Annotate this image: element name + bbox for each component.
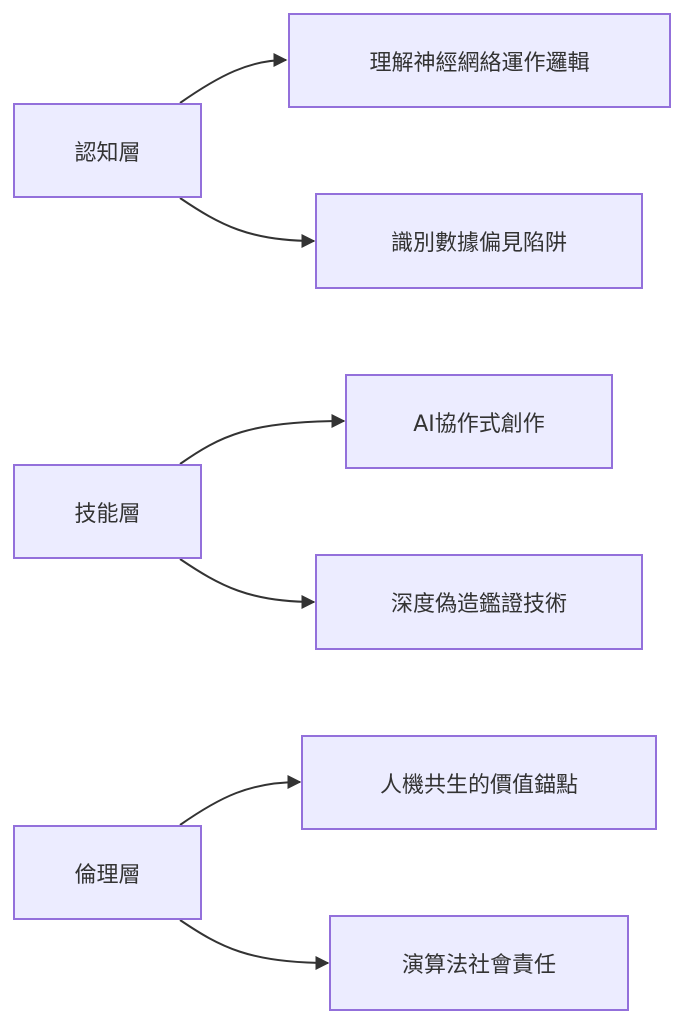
node-label: 技能層 [74, 501, 141, 527]
node-neural-network-logic[interactable]: 理解神經網絡運作邏輯 [288, 13, 671, 108]
node-label: 認知層 [74, 140, 141, 166]
node-ai-collaborative-creation[interactable]: AI協作式創作 [345, 374, 613, 469]
edge-ethics-to-algorithm-responsibility [179, 919, 330, 970]
node-cognition-layer[interactable]: 認知層 [13, 103, 202, 198]
node-label: AI協作式創作 [413, 411, 545, 437]
edge-cognition-to-neural-logic [179, 53, 288, 104]
node-label: 演算法社會責任 [401, 953, 556, 978]
edge-skill-to-deepfake [179, 558, 316, 609]
node-ethics-layer[interactable]: 倫理層 [13, 825, 202, 920]
node-label: 人機共生的價值錨點 [379, 772, 578, 798]
edge-skill-to-ai-creation [179, 414, 346, 465]
node-label: 深度偽造鑑證技術 [390, 592, 567, 617]
node-label: 倫理層 [74, 862, 141, 888]
node-skill-layer[interactable]: 技能層 [13, 464, 202, 559]
node-algorithm-social-responsibility[interactable]: 演算法社會責任 [329, 915, 629, 1011]
node-human-machine-value-anchor[interactable]: 人機共生的價值錨點 [301, 735, 657, 830]
edge-cognition-to-data-bias [179, 197, 316, 248]
node-label: 理解神經網絡運作邏輯 [369, 50, 590, 76]
node-deepfake-forensics[interactable]: 深度偽造鑑證技術 [315, 554, 643, 650]
node-data-bias-traps[interactable]: 識別數據偏見陷阱 [315, 193, 643, 289]
node-label: 識別數據偏見陷阱 [390, 231, 567, 256]
edge-ethics-to-value-anchor [179, 775, 302, 826]
